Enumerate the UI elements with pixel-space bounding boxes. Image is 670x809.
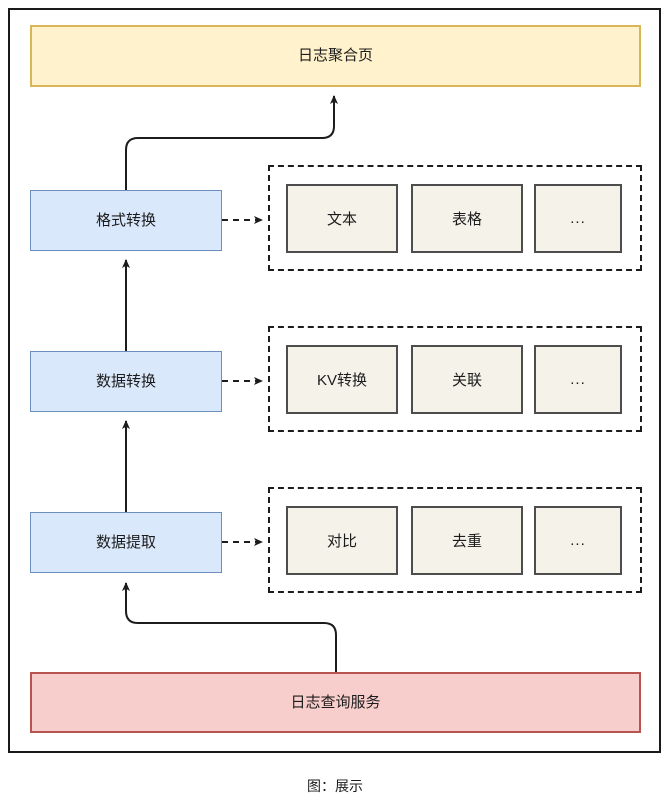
node-label: 日志聚合页 (297, 47, 373, 64)
node-label: 数据提取 (95, 533, 156, 551)
node-log-query-service[interactable]: 日志查询服务 (30, 672, 641, 733)
item-kv-conversion[interactable]: KV转换 (286, 345, 398, 414)
item-label: ... (570, 371, 586, 388)
node-data-conversion[interactable]: 数据转换 (30, 351, 222, 412)
node-data-extraction[interactable]: 数据提取 (30, 512, 222, 573)
item-association[interactable]: 关联 (411, 345, 523, 414)
item-data-extraction-more[interactable]: ... (534, 506, 622, 575)
group-format-conversion-items: 文本 表格 ... (268, 165, 642, 271)
item-label: ... (570, 210, 586, 227)
node-label: 数据转换 (95, 372, 156, 390)
group-data-extraction-items: 对比 去重 ... (268, 487, 642, 593)
node-format-conversion[interactable]: 格式转换 (30, 190, 222, 251)
item-label: ... (570, 532, 586, 549)
item-format-table[interactable]: 表格 (411, 184, 523, 253)
node-label: 日志查询服务 (290, 693, 381, 711)
item-data-conversion-more[interactable]: ... (534, 345, 622, 414)
item-label: 去重 (451, 533, 482, 550)
group-data-conversion-items: KV转换 关联 ... (268, 326, 642, 432)
diagram-caption: 图：展示 (307, 778, 363, 794)
item-format-more[interactable]: ... (534, 184, 622, 253)
item-label: 关联 (451, 372, 482, 389)
item-label: 表格 (451, 211, 482, 228)
node-label: 格式转换 (95, 211, 156, 229)
item-deduplication[interactable]: 去重 (411, 506, 523, 575)
item-comparison[interactable]: 对比 (286, 506, 398, 575)
item-label: 文本 (326, 211, 357, 228)
node-log-aggregation-page[interactable]: 日志聚合页 (30, 25, 641, 87)
item-format-text[interactable]: 文本 (286, 184, 398, 253)
item-label: 对比 (326, 533, 357, 550)
item-label: KV转换 (316, 372, 367, 389)
